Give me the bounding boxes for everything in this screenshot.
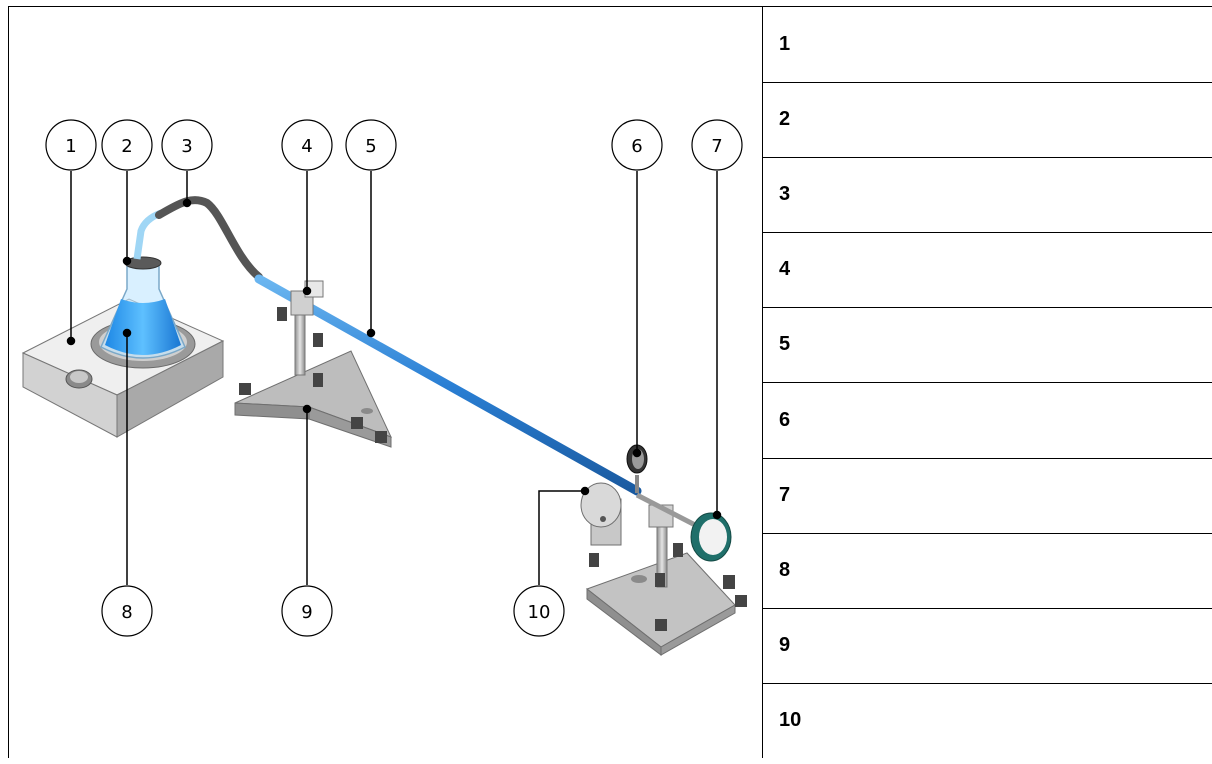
legend-row-7: 7 — [763, 458, 1212, 534]
callout-3: 3 — [161, 119, 213, 171]
glass-delivery-tube — [133, 209, 163, 260]
svg-text:10: 10 — [528, 602, 551, 623]
callout-7: 7 — [691, 119, 743, 171]
right-stand — [585, 504, 747, 657]
svg-text:2: 2 — [121, 136, 132, 157]
dial-indicator — [635, 492, 732, 562]
callout-4: 4 — [281, 119, 333, 171]
svg-text:9: 9 — [301, 602, 312, 623]
diagram-panel: 1 2 3 4 5 6 7 8 9 10 — [8, 6, 762, 758]
callout-8: 8 — [101, 585, 153, 637]
legend-row-2: 2 — [763, 82, 1212, 158]
apparatus-diagram: 1 2 3 4 5 6 7 8 9 10 — [21, 119, 747, 657]
callout-10: 10 — [513, 585, 565, 637]
svg-text:6: 6 — [631, 136, 642, 157]
legend-number: 1 — [779, 33, 791, 55]
callout-9: 9 — [281, 585, 333, 637]
svg-text:8: 8 — [121, 602, 132, 623]
callout-1: 1 — [45, 119, 97, 171]
legend-number: 6 — [779, 409, 791, 431]
legend-row-4: 4 — [763, 232, 1212, 308]
legend-number: 9 — [779, 634, 791, 656]
callout-6: 6 — [611, 119, 663, 171]
legend-row-5: 5 — [763, 307, 1212, 383]
legend-number: 10 — [779, 709, 802, 731]
legend-row-6: 6 — [763, 383, 1212, 459]
svg-text:7: 7 — [711, 136, 722, 157]
pulley-wheel — [580, 482, 622, 546]
legend-number: 4 — [779, 258, 791, 280]
legend-row-10: 10 — [763, 683, 1212, 759]
legend-row-3: 3 — [763, 157, 1212, 233]
callout-2: 2 — [101, 119, 153, 171]
svg-text:5: 5 — [365, 136, 376, 157]
legend-table: 1 2 3 4 5 6 7 8 9 10 — [762, 6, 1212, 758]
legend-number: 3 — [779, 183, 791, 205]
legend-number: 8 — [779, 559, 791, 581]
erlenmeyer-flask — [100, 256, 186, 359]
svg-text:1: 1 — [65, 136, 76, 157]
flexible-hose — [155, 196, 263, 281]
left-stand — [234, 280, 392, 448]
svg-text:3: 3 — [181, 136, 192, 157]
leader-lines — [66, 171, 722, 585]
legend-number: 2 — [779, 108, 791, 130]
legend-row-1: 1 — [763, 7, 1212, 83]
legend-number: 7 — [779, 484, 791, 506]
main-tube — [254, 274, 642, 496]
legend-row-9: 9 — [763, 608, 1212, 684]
svg-text:4: 4 — [301, 136, 312, 157]
callout-5: 5 — [345, 119, 397, 171]
legend-row-8: 8 — [763, 533, 1212, 609]
small-pressure-gauge — [626, 444, 648, 493]
legend-number: 5 — [779, 333, 791, 355]
